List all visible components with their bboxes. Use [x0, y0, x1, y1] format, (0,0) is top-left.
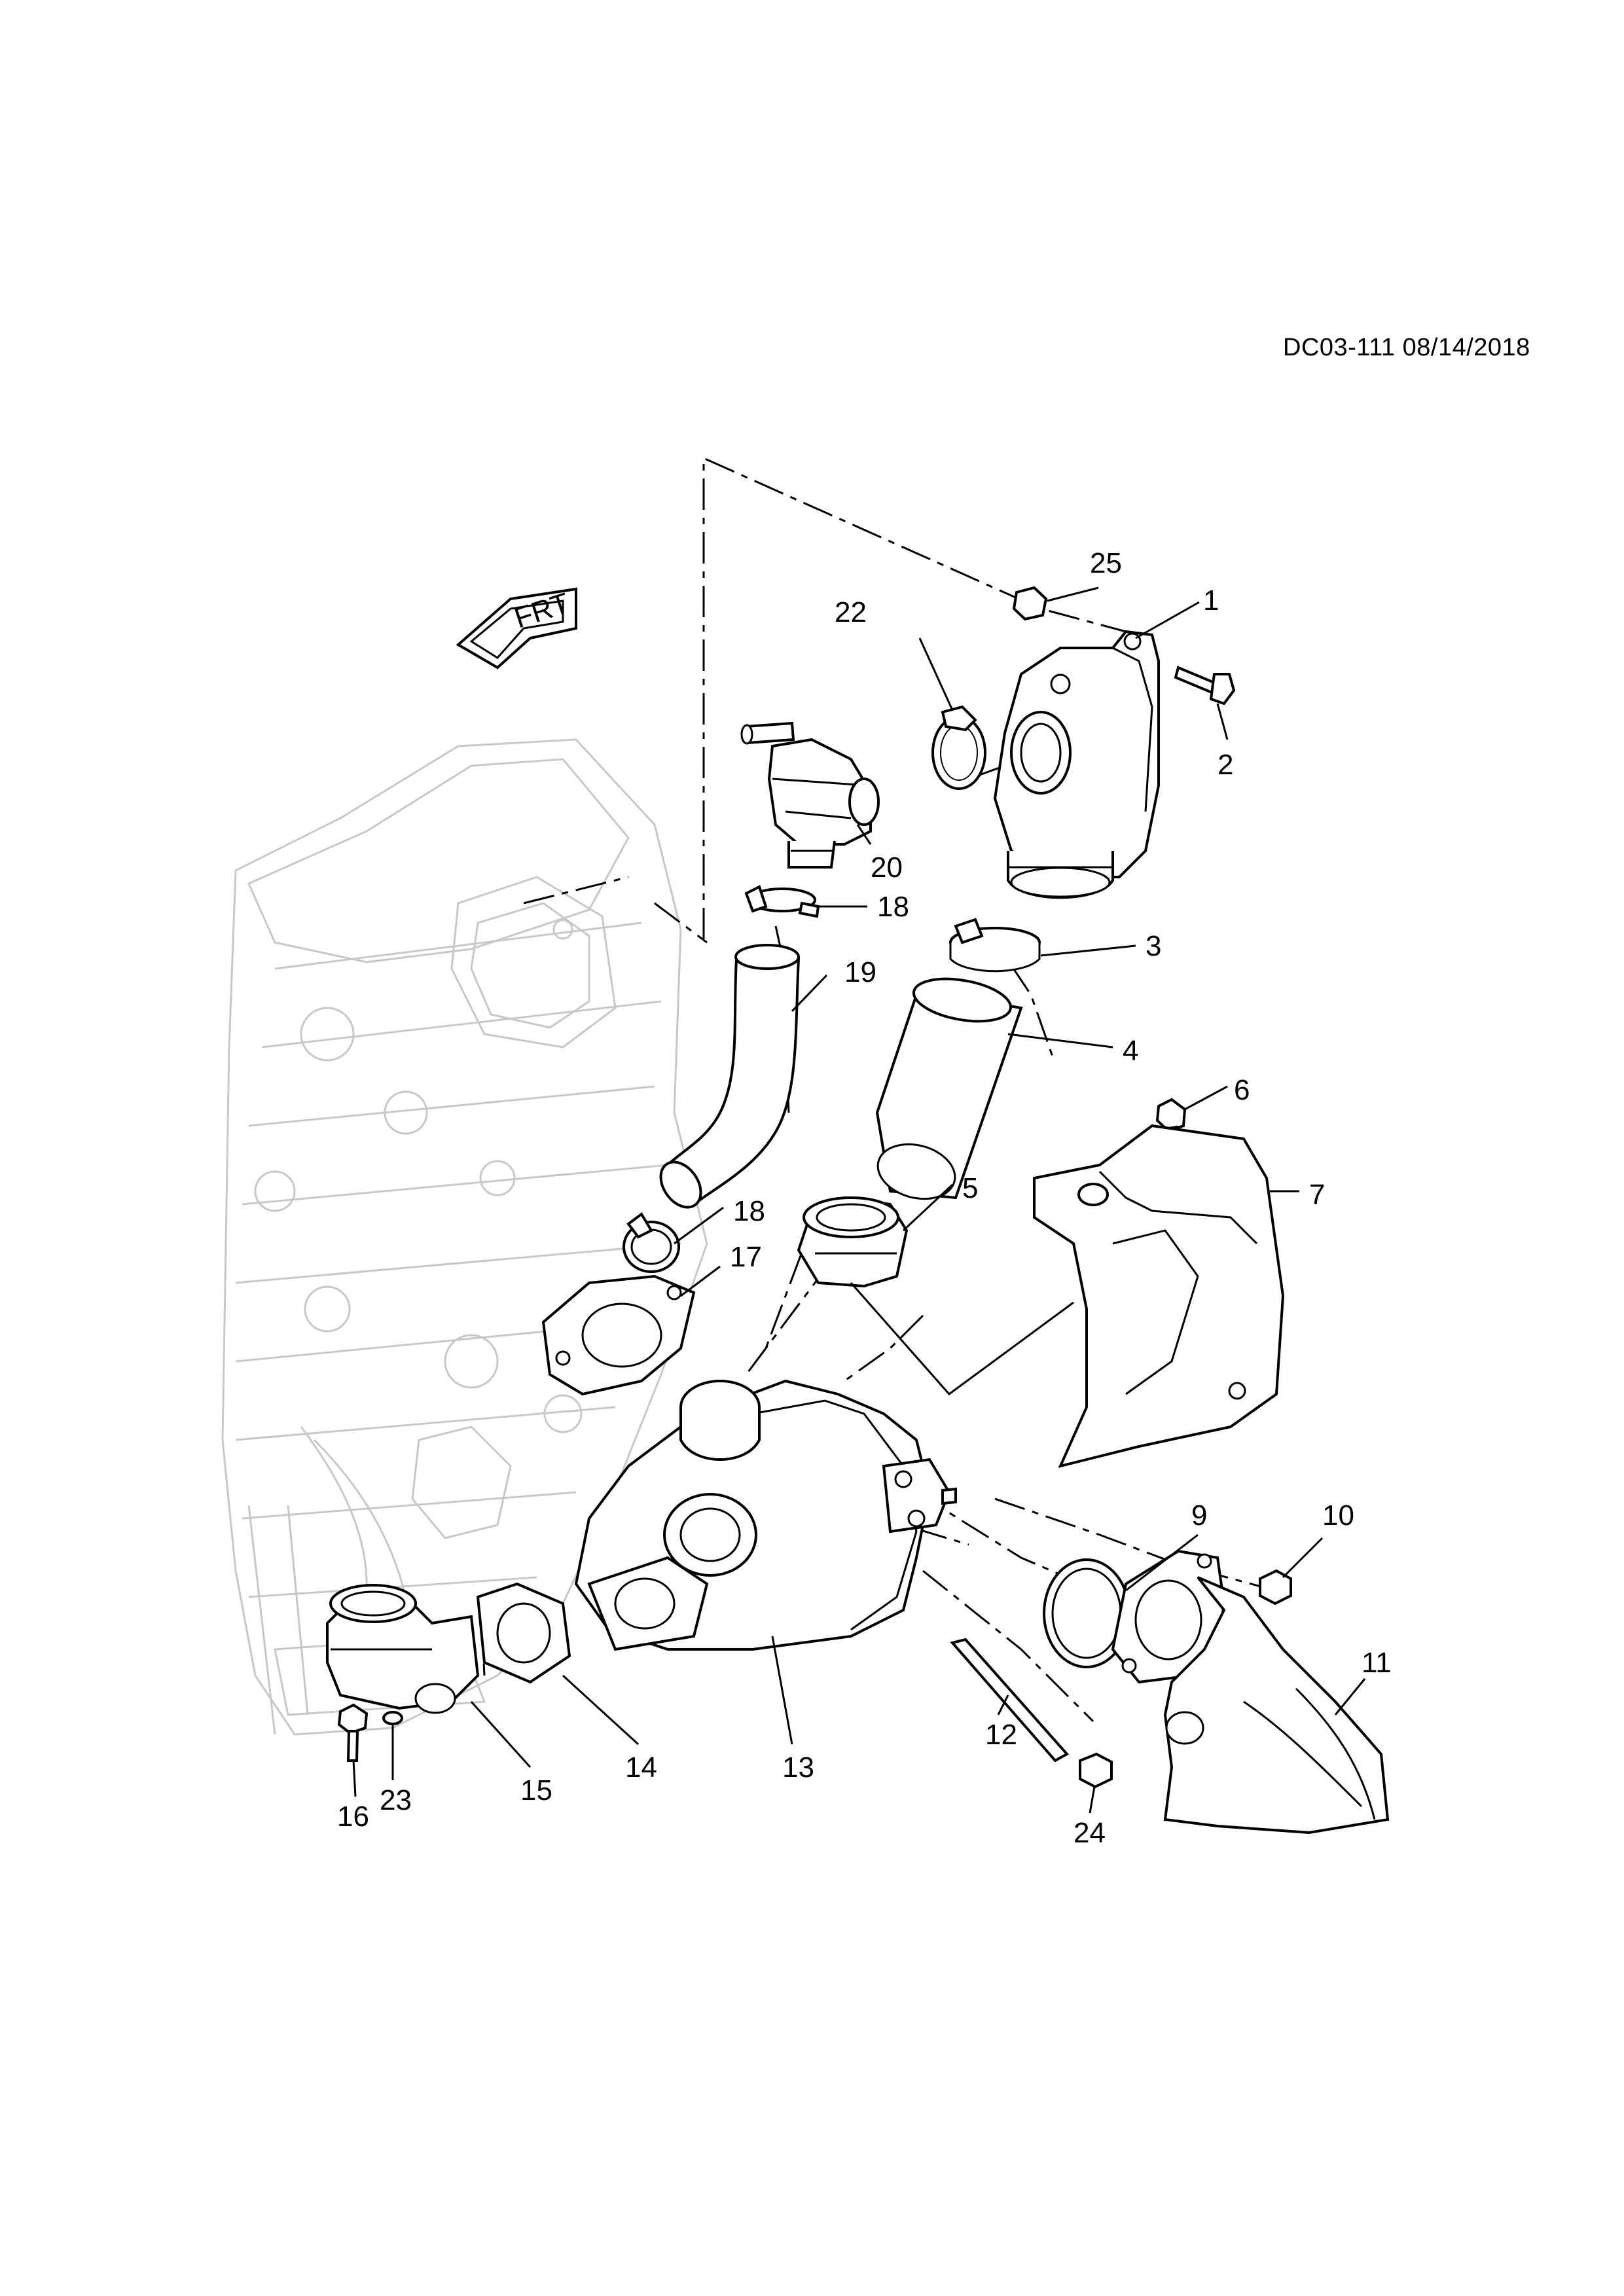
callout-24: 23: [380, 1784, 412, 1816]
part-14-gasket: [476, 1582, 571, 1684]
engine-block-ghost: [221, 738, 708, 1736]
callout-18-upper: 18: [877, 891, 909, 923]
document-code: DC03-111 08/14/2018: [1283, 334, 1530, 361]
callout-5: 5: [962, 1172, 978, 1204]
part-13-turbocharger: [574, 1379, 957, 1651]
callout-17: 17: [730, 1241, 762, 1273]
part-18-hose-clamp-upper: [744, 885, 820, 918]
part-12-stud: [950, 1638, 1070, 1763]
callout-11: 11: [1362, 1647, 1392, 1679]
callout-16: 16: [337, 1801, 369, 1833]
part-16-bolt: [337, 1703, 369, 1762]
part-2-bolt: [1174, 666, 1236, 706]
callout-4: 4: [1123, 1035, 1138, 1067]
part-1-water-outlet-housing: [993, 630, 1160, 899]
callout-22: 22: [835, 596, 867, 628]
part-19-coolant-hose: [659, 944, 801, 1209]
part-22-clamp: [931, 705, 986, 790]
callout-10: 10: [1322, 1499, 1354, 1532]
front-orientation-arrow: FRT: [456, 587, 577, 670]
callout-23: 25: [1090, 547, 1122, 579]
part-24-washer: [382, 1711, 403, 1725]
part-10-nut: [1259, 1569, 1292, 1605]
part-9-seal-ring: [1043, 1558, 1130, 1668]
part-23-nut: [1012, 586, 1048, 621]
part-18-hose-clamp-lower: [623, 1212, 680, 1273]
part-20-thermostat-housing: [740, 721, 880, 869]
part-7-heat-shield: [850, 1124, 1285, 1468]
callout-18-lower: 18: [733, 1195, 765, 1227]
callout-19: 19: [844, 956, 876, 988]
callout-1: 1: [1203, 584, 1219, 617]
callout-12: 12: [985, 1719, 1017, 1751]
part-4-hose: [875, 977, 1023, 1200]
part-25-nut: [1079, 1752, 1113, 1789]
callout-20: 20: [871, 852, 903, 884]
callout-2: 2: [1218, 749, 1233, 781]
callout-6: 6: [1234, 1074, 1250, 1106]
callout-13: 13: [782, 1751, 814, 1784]
callout-9: 9: [1191, 1499, 1207, 1532]
part-17-gasket: [541, 1274, 696, 1396]
callout-labels: 25 1 2 22 20 18 19 3 4 6 5 7 18 17 9 10 …: [337, 547, 1392, 1849]
leader-lines: [352, 586, 1366, 1814]
callout-15: 15: [520, 1774, 552, 1806]
callout-3: 3: [1146, 930, 1161, 962]
part-15-elbow-housing: [326, 1584, 480, 1714]
callout-25: 24: [1074, 1817, 1106, 1849]
callout-7: 7: [1309, 1179, 1325, 1211]
part-5-pipe-adapter: [797, 1196, 909, 1288]
part-11-catalytic-converter: [1111, 1549, 1390, 1835]
part-3-hose-clamp: [949, 918, 1041, 973]
callout-14: 14: [625, 1751, 657, 1784]
